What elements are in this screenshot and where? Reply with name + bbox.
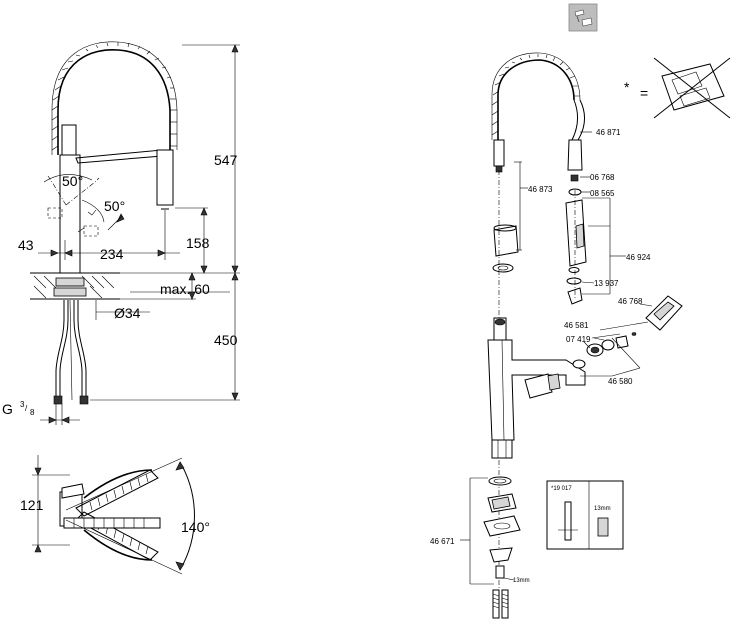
tool-box: *19 017 13mm [546, 480, 624, 550]
swivel-angle-label: 140° [181, 519, 210, 535]
exploded-view: 06 768 08 565 13 937 46 924 46 873 46 87… [430, 52, 683, 619]
part-07419: 07 419 [566, 335, 591, 344]
svg-text:/: / [25, 404, 28, 413]
swivel-depth-label: 121 [20, 497, 44, 513]
hole-diameter-label: Ø34 [114, 305, 141, 321]
part-46768: 46 768 [618, 297, 643, 306]
height-total-label: 547 [214, 152, 238, 168]
spout-arm [75, 149, 163, 164]
legend-equals: = [640, 85, 648, 101]
thread-label: G [2, 401, 13, 417]
thread-denominator: 8 [30, 408, 35, 417]
part-13937: 13 937 [594, 279, 619, 288]
angle-lever-label: 50° [104, 198, 125, 214]
counter-top [30, 272, 120, 300]
part-46580: 46 580 [608, 377, 633, 386]
part-06768: 06 768 [590, 173, 615, 182]
reach-dimensions: 234 43 [18, 210, 180, 262]
tool-size-label: 13mm [594, 506, 611, 512]
offset-left-label: 43 [18, 237, 34, 253]
faucet-hand-icon [574, 9, 585, 17]
legend-asterisk: * [624, 79, 630, 95]
thread-dimension: G 3 / 8 [2, 400, 80, 425]
part-46671: 46 671 [430, 537, 455, 546]
hose-guide-46873 [493, 225, 519, 257]
aerator-parts: 46 768 46 581 07 419 46 580 [564, 295, 683, 386]
mounting-kit-46671: 13mm 46 671 [430, 476, 530, 619]
part-46581: 46 581 [564, 321, 589, 330]
angle-spout-label: 50° [62, 173, 83, 189]
no-abrasive-cleaner-symbol: * = [624, 57, 731, 119]
supply-hoses [53, 299, 89, 405]
reach-label: 234 [100, 246, 124, 262]
height-spout-label: 158 [186, 235, 210, 251]
part-46871: 46 871 [596, 128, 621, 137]
max-thickness-label: max. 60 [160, 281, 210, 297]
part-46924: 46 924 [626, 253, 651, 262]
hose-length-label: 450 [214, 332, 238, 348]
nut-size-label: 13mm [513, 578, 530, 584]
washer-06768 [570, 174, 579, 182]
oring-13937 [566, 277, 582, 285]
part-08565: 08 565 [590, 189, 615, 198]
thread-numerator: 3 [20, 400, 25, 409]
spare-parts-icon [568, 3, 598, 32]
spring-coil [51, 41, 178, 155]
faucet-body-46580 [487, 317, 586, 459]
spare-spring-coil [491, 52, 585, 173]
tool-ref-label: *19 017 [551, 486, 572, 492]
top-view-swivel: 121 140° [20, 455, 210, 575]
height-dimensions: 547 450 158 max. 60 Ø34 [90, 44, 240, 401]
part-46873: 46 873 [528, 185, 553, 194]
side-elevation-view: 50° 50° [2, 41, 240, 425]
hand-spray [156, 149, 174, 206]
